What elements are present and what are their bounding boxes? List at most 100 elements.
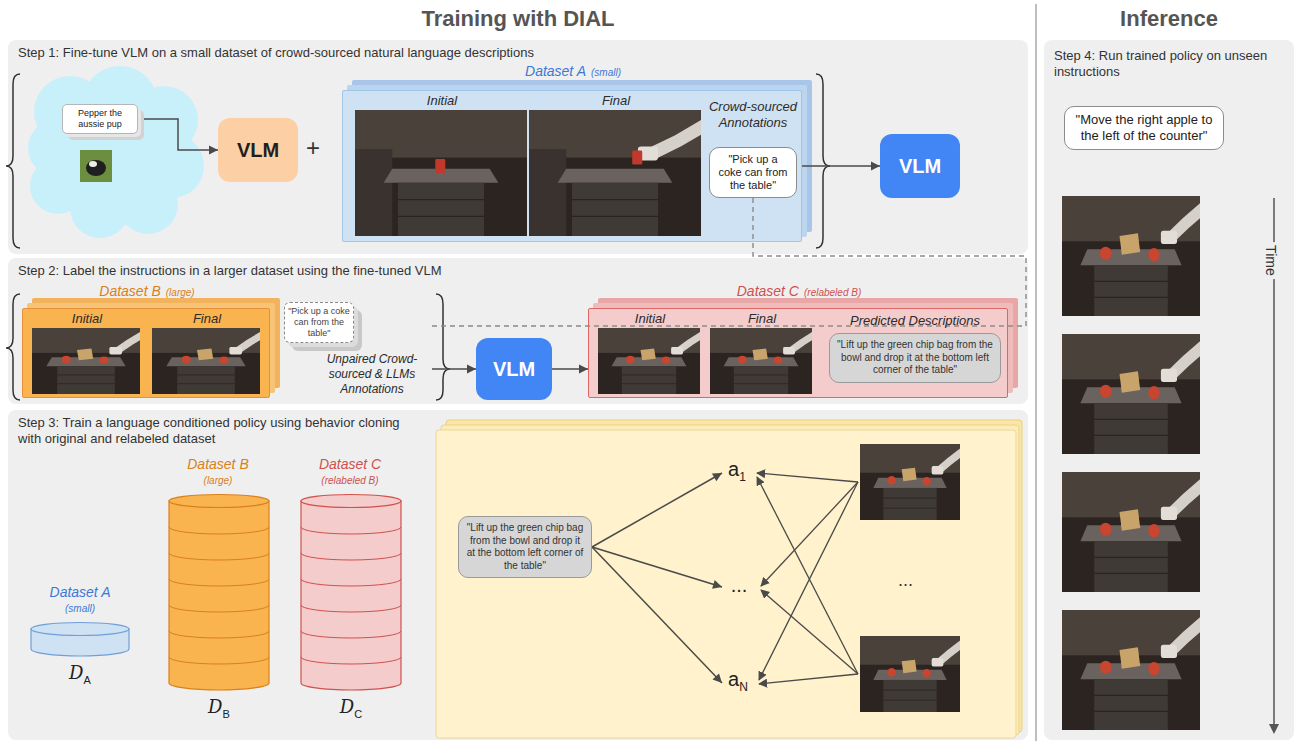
annotation-heading: Predicted Descriptions xyxy=(825,313,1005,329)
dataset-symbol: D xyxy=(208,696,222,717)
dataset-card: Dataset A(small)InitialFinalCrowd-source… xyxy=(342,90,802,242)
step-text: Step 1: Fine-tune VLM on a small dataset… xyxy=(18,45,1018,61)
connector xyxy=(552,365,588,374)
dataset-name: Dataset C xyxy=(737,283,799,300)
cylinder-ring xyxy=(169,631,269,638)
dataset-subscript: B xyxy=(223,708,230,720)
text-group: Dataset C (relabeled B) xyxy=(589,283,1009,300)
vlm-text: VLM xyxy=(493,358,535,381)
connector-line xyxy=(592,473,722,547)
annotation-heading: Unpaired Crowd-sourced & LLMs Annotation… xyxy=(320,352,424,397)
time-arrow xyxy=(1269,198,1279,734)
cylinder-ring xyxy=(169,657,269,664)
dataset-symbol: D xyxy=(69,662,83,683)
arrowhead xyxy=(467,365,476,374)
vlm-box: VLM xyxy=(476,338,552,400)
connector-line xyxy=(802,165,880,167)
cylinder-top xyxy=(301,495,401,508)
action-token: a1 xyxy=(722,458,752,488)
cylinder-body xyxy=(301,501,401,690)
arrowhead xyxy=(713,673,722,683)
dataset-subscript: C xyxy=(354,708,362,720)
frame-label: Initial xyxy=(356,93,528,109)
step-panel: Step 3: Train a language conditioned pol… xyxy=(8,410,1028,740)
dataset-card: Dataset C(relabeled B)InitialFinalPredic… xyxy=(588,308,1008,398)
page-title: Training with DIAL xyxy=(8,6,1028,32)
cylinder-body xyxy=(169,501,269,690)
time-label: Time xyxy=(1262,242,1279,279)
annotation-stack: "Pick up a coke can from the table"Unpai… xyxy=(282,300,432,397)
text-group: DC xyxy=(300,696,402,717)
dataset-cylinder: Dataset B(large)DB xyxy=(168,494,270,690)
annotation-bubble: "Pick up a coke can from the table" xyxy=(709,147,797,198)
text-group: Dataset B (large) xyxy=(23,283,271,300)
arrowhead xyxy=(579,365,588,374)
frame-label: Final xyxy=(711,311,813,327)
frame-label: Initial xyxy=(599,311,701,327)
cylinder-ring xyxy=(301,579,401,586)
divider xyxy=(1035,4,1037,741)
step-panel: Step 1: Fine-tune VLM on a small dataset… xyxy=(8,40,1028,254)
connector-line xyxy=(432,368,476,370)
caption-card: Pepper the aussie pup xyxy=(62,104,138,134)
dataset-cylinder: Dataset A(small)DA xyxy=(30,622,130,656)
text-group: Dataset A (small) xyxy=(343,63,803,80)
dataset-subscript: A xyxy=(84,674,91,686)
arrowhead xyxy=(712,473,722,481)
annotation-text: "Pick up a coke can from the table" xyxy=(718,153,787,191)
instruction-bubble: "Move the right apple to the left of the… xyxy=(1064,106,1224,150)
brace xyxy=(6,74,830,400)
dataset-name: Dataset A xyxy=(525,63,586,80)
dataset-card: Dataset B(large)InitialFinal xyxy=(22,308,270,398)
action-token: ... xyxy=(722,574,756,600)
robot-photo xyxy=(32,110,815,394)
connector xyxy=(592,547,722,683)
text-group: Dataset B(large) xyxy=(148,456,288,487)
cylinder-ring xyxy=(169,527,269,534)
arrowhead xyxy=(712,580,722,589)
dataset-cylinder: Dataset C(relabeled B)DC xyxy=(300,494,402,690)
inference-panel: InferenceStep 4: Run trained policy on u… xyxy=(1044,40,1294,740)
cloud xyxy=(28,66,204,238)
arrowhead xyxy=(209,146,218,155)
step-panel: Step 2: Label the instructions in a larg… xyxy=(8,258,1028,404)
cylinder-ring xyxy=(301,553,401,560)
dataset-size: (relabeled B) xyxy=(804,286,861,299)
arrowhead xyxy=(871,162,880,171)
connector xyxy=(802,162,880,171)
observation-arrow xyxy=(757,473,858,684)
cylinder-top xyxy=(169,495,269,508)
dataset-size: (large) xyxy=(166,286,195,299)
dataset-symbol: D xyxy=(340,696,354,717)
dataset-size: (small) xyxy=(591,66,621,79)
connector xyxy=(432,198,1026,326)
connector-line xyxy=(138,119,218,150)
connector xyxy=(592,473,722,547)
dataset-name: Dataset B xyxy=(187,456,248,473)
connector-line xyxy=(592,547,722,683)
connector-line xyxy=(592,547,722,587)
dataset-size: (relabeled B) xyxy=(321,474,378,487)
frame-label: Initial xyxy=(33,311,141,327)
cylinder-top xyxy=(31,623,129,636)
text-group: DA xyxy=(30,662,130,683)
dataset-name: Dataset B xyxy=(99,283,160,300)
vlm-text: VLM xyxy=(237,139,279,162)
cylinder-ring xyxy=(301,527,401,534)
dataset-size: (large) xyxy=(204,474,233,487)
annotation-bubble: "Lift up the green chip bag from the bow… xyxy=(829,333,1001,383)
vlm-box: VLM xyxy=(880,134,960,198)
cylinder-outline xyxy=(168,494,270,690)
cylinder-ring xyxy=(169,553,269,560)
section-heading: Inference xyxy=(1044,6,1294,32)
action-ellipsis: ... xyxy=(731,574,748,597)
vlm-box: VLM xyxy=(218,118,298,182)
instruction-text: "Move the right apple to the left of the… xyxy=(1076,112,1213,143)
cylinder-ring xyxy=(301,605,401,612)
frame-label: Final xyxy=(530,93,702,109)
inference-photo xyxy=(1062,196,1205,730)
cylinder-ring xyxy=(301,631,401,638)
action-symbol: a xyxy=(728,668,739,691)
step-text: Step 2: Label the instructions in a larg… xyxy=(18,263,1018,279)
instruction-bubble: "Lift up the green chip bag from the bow… xyxy=(458,516,592,578)
